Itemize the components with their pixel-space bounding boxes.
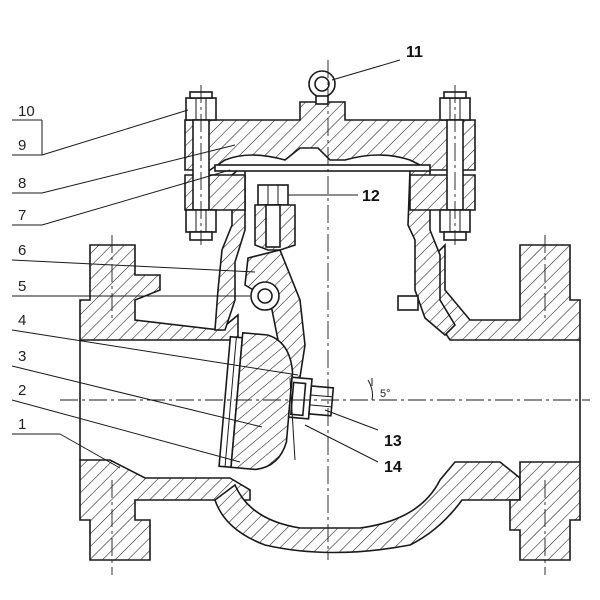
callout-5: 5 (18, 278, 26, 295)
callout-14: 14 (384, 459, 402, 476)
body-bottom-bowl (214, 461, 521, 554)
callout-numbers: 10 9 8 7 6 5 4 3 2 1 11 12 13 14 (18, 44, 423, 476)
disc-assembly (218, 331, 335, 471)
right-leaders (288, 59, 401, 463)
callout-9: 9 (18, 137, 26, 154)
bonnet-cover (184, 101, 476, 171)
body-neck-right (407, 169, 457, 337)
callout-13: 13 (384, 433, 402, 450)
side-lug (397, 295, 419, 311)
callout-10: 10 (18, 103, 35, 120)
hinge-pin (257, 288, 273, 304)
callout-6: 6 (18, 242, 26, 259)
angle-label: 5° (380, 388, 391, 400)
callout-11: 11 (406, 44, 423, 61)
callout-1: 1 (18, 416, 26, 433)
callout-8: 8 (18, 175, 26, 192)
hinge-bolt-head (257, 184, 289, 206)
left-leaders (11, 109, 299, 469)
disc (230, 331, 294, 471)
left-flange (79, 244, 239, 341)
bonnet-gasket (214, 164, 431, 172)
body-top-flange-right (409, 174, 476, 211)
callout-7: 7 (18, 207, 26, 224)
callout-2: 2 (18, 382, 26, 399)
disc-nut (308, 385, 335, 417)
callout-12: 12 (362, 188, 380, 205)
eye-bolt (308, 70, 336, 105)
left-flange-lower (79, 459, 251, 561)
callout-3: 3 (18, 348, 26, 365)
callout-4: 4 (18, 312, 26, 329)
bonnet (184, 101, 476, 211)
disc-washer (289, 381, 307, 417)
tilt-angle-indicator: 5° (289, 377, 391, 461)
valve-body (79, 169, 581, 561)
